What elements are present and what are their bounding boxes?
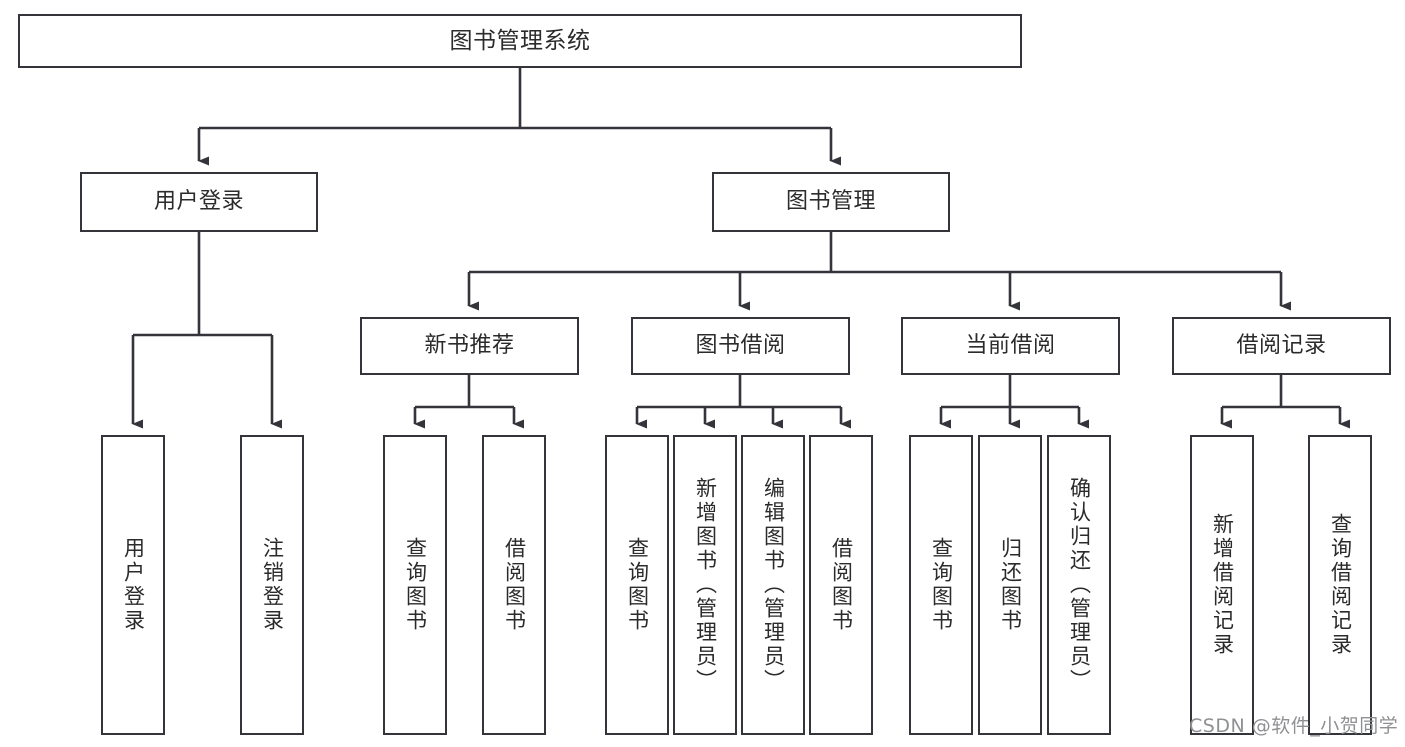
leaf-borrow-records-add-record[interactable]: 新增借阅记录 <box>1190 435 1254 735</box>
leaf-borrow-records-query-record[interactable]: 查询借阅记录 <box>1308 435 1372 735</box>
node-label: 查询图书 <box>929 537 954 633</box>
node-borrow-records[interactable]: 借阅记录 <box>1172 317 1391 375</box>
node-label: 归还图书 <box>998 537 1023 633</box>
leaf-book-borrow-borrow-book[interactable]: 借阅图书 <box>809 435 873 735</box>
node-label: 查询借阅记录 <box>1328 513 1353 657</box>
leaf-current-borrow-confirm-return-admin[interactable]: 确认归还（管理员） <box>1047 435 1111 735</box>
node-label: 注销登录 <box>260 537 285 633</box>
node-label: 借阅记录 <box>1236 332 1327 358</box>
node-label: 查询图书 <box>403 537 428 633</box>
leaf-user-login-logout[interactable]: 注销登录 <box>240 435 304 735</box>
node-current-borrow[interactable]: 当前借阅 <box>901 317 1120 375</box>
node-user-login[interactable]: 用户登录 <box>80 172 318 232</box>
node-label: 当前借阅 <box>965 332 1056 358</box>
node-book-borrow[interactable]: 图书借阅 <box>631 317 850 375</box>
leaf-new-book-query-book[interactable]: 查询图书 <box>383 435 447 735</box>
node-label: 用户登录 <box>153 188 244 214</box>
node-label: 借阅图书 <box>829 537 854 633</box>
leaf-book-borrow-edit-book-admin[interactable]: 编辑图书（管理员） <box>741 435 805 735</box>
leaf-book-borrow-query-book[interactable]: 查询图书 <box>605 435 669 735</box>
leaf-user-login-login[interactable]: 用户登录 <box>101 435 165 735</box>
node-label: 用户登录 <box>121 537 146 633</box>
node-label: 新书推荐 <box>424 332 515 358</box>
leaf-current-borrow-return-book[interactable]: 归还图书 <box>978 435 1042 735</box>
node-label: 借阅图书 <box>502 537 527 633</box>
node-new-book-recommend[interactable]: 新书推荐 <box>360 317 579 375</box>
node-label: 新增图书（管理员） <box>693 477 718 693</box>
node-label: 图书管理系统 <box>449 27 591 54</box>
leaf-book-borrow-add-book-admin[interactable]: 新增图书（管理员） <box>673 435 737 735</box>
leaf-new-book-borrow-book[interactable]: 借阅图书 <box>482 435 546 735</box>
node-label: 查询图书 <box>625 537 650 633</box>
leaf-current-borrow-query-book[interactable]: 查询图书 <box>909 435 973 735</box>
node-label: 新增借阅记录 <box>1210 513 1235 657</box>
node-root-book-management-system[interactable]: 图书管理系统 <box>18 14 1022 68</box>
node-label: 图书借阅 <box>695 332 786 358</box>
node-book-management[interactable]: 图书管理 <box>712 172 950 232</box>
node-label: 图书管理 <box>785 188 876 214</box>
node-label: 编辑图书（管理员） <box>761 477 786 693</box>
node-label: 确认归还（管理员） <box>1067 477 1092 693</box>
